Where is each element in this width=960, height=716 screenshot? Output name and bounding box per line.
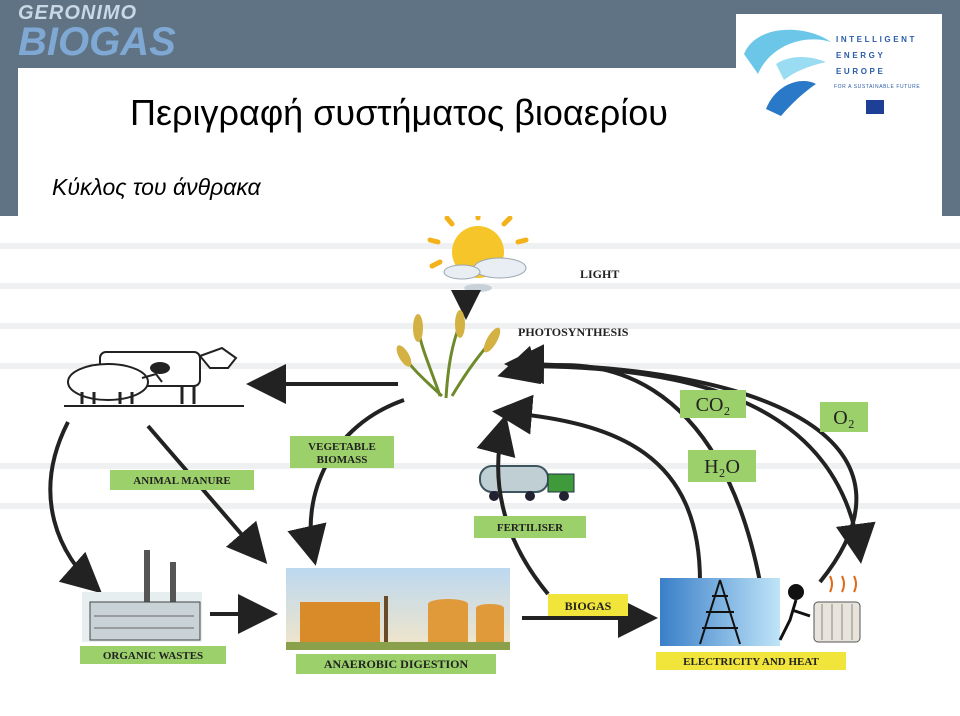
eu-flag-icon [866,100,884,114]
logo-line1: GERONIMO [18,2,138,24]
h2o-badge [688,450,756,482]
h2o-label: H₂O [704,456,740,478]
animal-to-organic-arrow [48,421,102,594]
iee-wordmark: INTELLIGENT ENERGY EUROPE [836,32,917,80]
logo-line2: BIOGAS [18,20,176,64]
page-subtitle: Κύκλος του άνθρακα [52,174,261,200]
page-title: Περιγραφή συστήματος βιοαερίου [130,92,668,133]
o2-badge [820,402,868,432]
anaerobic-digestion-label: ANAEROBIC DIGESTION [324,657,469,671]
electricity-heat-label: ELECTRICITY AND HEAT [683,656,819,668]
o2-to-electricity-arrow [519,364,876,564]
animal-manure-label: ANIMAL MANURE [133,475,230,487]
factory-icon [82,550,202,642]
carbon-cycle-diagram: LIGHT PHOTOSYNTHESIS [0,216,960,716]
iee-tagline: FOR A SUSTAINABLE FUTURE [834,84,921,90]
iee-line1: INTELLIGENT [836,35,918,44]
biogas-badge [548,594,628,616]
geronimo-biogas-logo: GERONIMO BIOGAS [18,2,178,66]
electricity-heat-icon [660,575,861,646]
manure-arrow [146,424,268,565]
sun-icon [427,216,529,292]
animal-manure-badge [110,470,254,490]
biogas-label: BIOGAS [565,599,612,613]
fertiliser-label: FERTILISER [497,522,564,534]
electricity-heat-badge [656,652,846,670]
iee-line3: EUROPE [836,67,886,76]
fertiliser-badge [474,516,586,538]
h2o-return-arrow [492,394,702,583]
vegetable-biomass-label-1: VEGETABLE [308,441,376,453]
wheat-plant-icon [396,310,501,399]
vegetable-biomass-badge [290,436,394,468]
light-label: LIGHT [580,267,619,281]
fertiliser-arrow [476,414,550,596]
frame-right [942,68,960,216]
vegetable-biomass-label-2: BIOMASS [317,454,368,466]
organic-wastes-label: ORGANIC WASTES [103,650,203,662]
co2-badge [680,390,746,418]
anaerobic-digestion-badge [296,654,496,674]
photosynthesis-label: PHOTOSYNTHESIS [518,325,629,339]
livestock-icon [64,346,244,407]
organic-wastes-badge [80,646,226,664]
carbon-cycle-svg: LIGHT PHOTOSYNTHESIS [0,216,960,674]
biomass-arrow [287,398,405,566]
iee-swirl-icon [744,29,831,116]
iee-line2: ENERGY [836,51,886,60]
tanker-truck-icon [479,465,575,501]
intelligent-energy-europe-logo: INTELLIGENT ENERGY EUROPE FOR A SUSTAINA… [736,14,942,124]
frame-left [0,68,18,216]
co2-label: CO₂ [696,394,731,416]
digestion-plant-icon [286,568,510,650]
o2-label: O₂ [833,407,854,429]
